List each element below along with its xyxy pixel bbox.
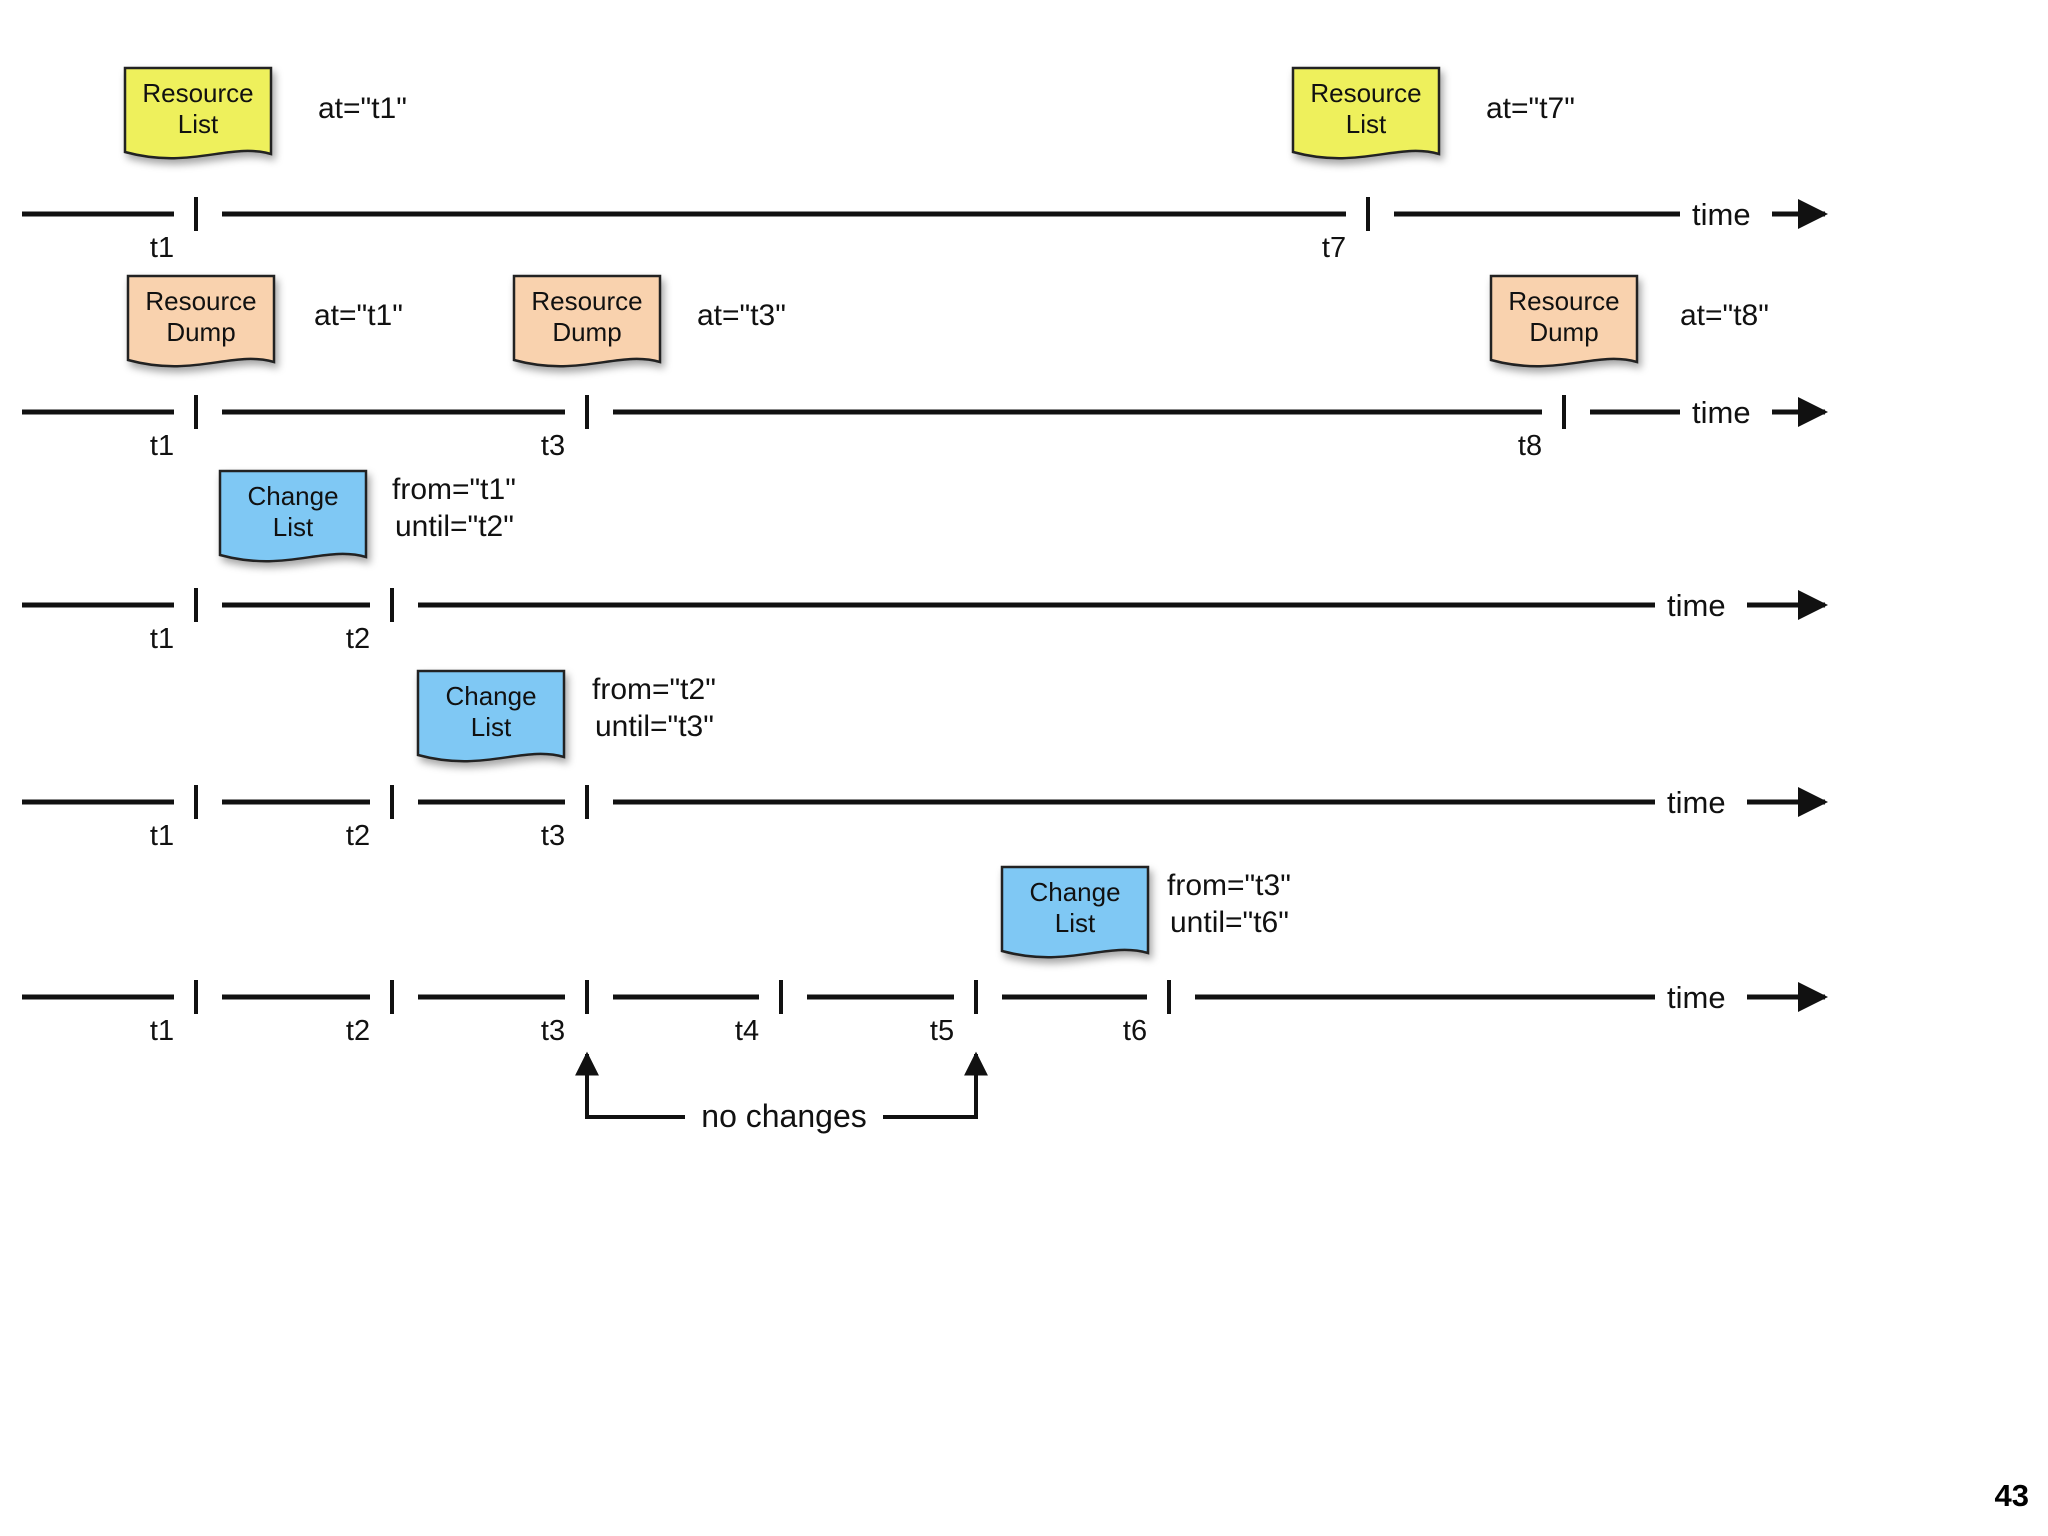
document-attribute: from="t1" (392, 473, 516, 506)
document-shape (1000, 865, 1150, 959)
document-title-line2: List (471, 712, 512, 742)
document-title-line1: Change (1029, 877, 1120, 907)
document-title-line2: Dump (1529, 317, 1598, 347)
tick-label-t2: t2 (346, 820, 370, 852)
document-title-line1: Change (445, 681, 536, 711)
document-title-line2: Dump (166, 317, 235, 347)
document-title-line1: Resource (1508, 286, 1619, 316)
document-attribute: until="t6" (1170, 906, 1289, 939)
timeline-row-5: t1 t2 t3 t4 t5 t6 time (22, 980, 1828, 1047)
no-changes-label: no changes (701, 1098, 866, 1134)
document-title-line2: List (1055, 908, 1096, 938)
document-title-line2: List (1346, 109, 1387, 139)
tick-label-t1: t1 (150, 232, 174, 264)
time-label: time (1692, 197, 1751, 232)
timeline-row-4: t1 t2 t3 time (22, 785, 1828, 852)
document-attribute: at="t3" (697, 299, 786, 332)
no-changes-bracket: no changes (575, 1051, 988, 1134)
tick-label-t1: t1 (150, 820, 174, 852)
no-changes-bracket-left (575, 1051, 685, 1119)
tick-label-t3: t3 (541, 1015, 565, 1047)
document-attribute: at="t1" (318, 92, 407, 125)
tick-label-t8: t8 (1518, 430, 1542, 462)
document-attribute: at="t7" (1486, 92, 1575, 125)
document-shape (126, 274, 276, 368)
tick-label-t2: t2 (346, 1015, 370, 1047)
tick-label-t3: t3 (541, 820, 565, 852)
document-title-line2: Dump (552, 317, 621, 347)
time-label: time (1667, 785, 1726, 820)
timeline-row-2: t1 t3 t8 time (22, 395, 1828, 462)
document-title-line1: Resource (1310, 78, 1421, 108)
document-shape (1291, 66, 1441, 160)
document-title-line1: Resource (145, 286, 256, 316)
tick-label-t7: t7 (1322, 232, 1346, 264)
document-title-line2: List (178, 109, 219, 139)
no-changes-bracket-right (883, 1051, 988, 1119)
tick-label-t6: t6 (1123, 1015, 1147, 1047)
time-label: time (1667, 980, 1726, 1015)
document-shape (512, 274, 662, 368)
page-number: 43 (1994, 1478, 2029, 1513)
document-shape (416, 669, 566, 763)
time-label: time (1667, 588, 1726, 623)
document-title-line1: Resource (531, 286, 642, 316)
document-attribute: at="t8" (1680, 299, 1769, 332)
document-attribute: from="t2" (592, 673, 716, 706)
timeline-row-1: t1 t7 time (22, 197, 1828, 264)
document-title-line2: List (273, 512, 314, 542)
document-shape (123, 66, 273, 160)
timeline-row-3: t1 t2 time (22, 588, 1828, 655)
document-shape (1489, 274, 1639, 368)
time-label: time (1692, 395, 1751, 430)
tick-label-t1: t1 (150, 430, 174, 462)
tick-label-t5: t5 (930, 1015, 954, 1047)
tick-label-t3: t3 (541, 430, 565, 462)
tick-label-t2: t2 (346, 623, 370, 655)
tick-label-t1: t1 (150, 623, 174, 655)
document-attribute: at="t1" (314, 299, 403, 332)
document-shape (218, 469, 368, 563)
document-attribute: until="t3" (595, 710, 714, 743)
document-title-line1: Change (247, 481, 338, 511)
tick-label-t4: t4 (735, 1015, 759, 1047)
document-attribute: from="t3" (1167, 869, 1291, 902)
document-title-line1: Resource (142, 78, 253, 108)
tick-label-t1: t1 (150, 1015, 174, 1047)
document-attribute: until="t2" (395, 510, 514, 543)
